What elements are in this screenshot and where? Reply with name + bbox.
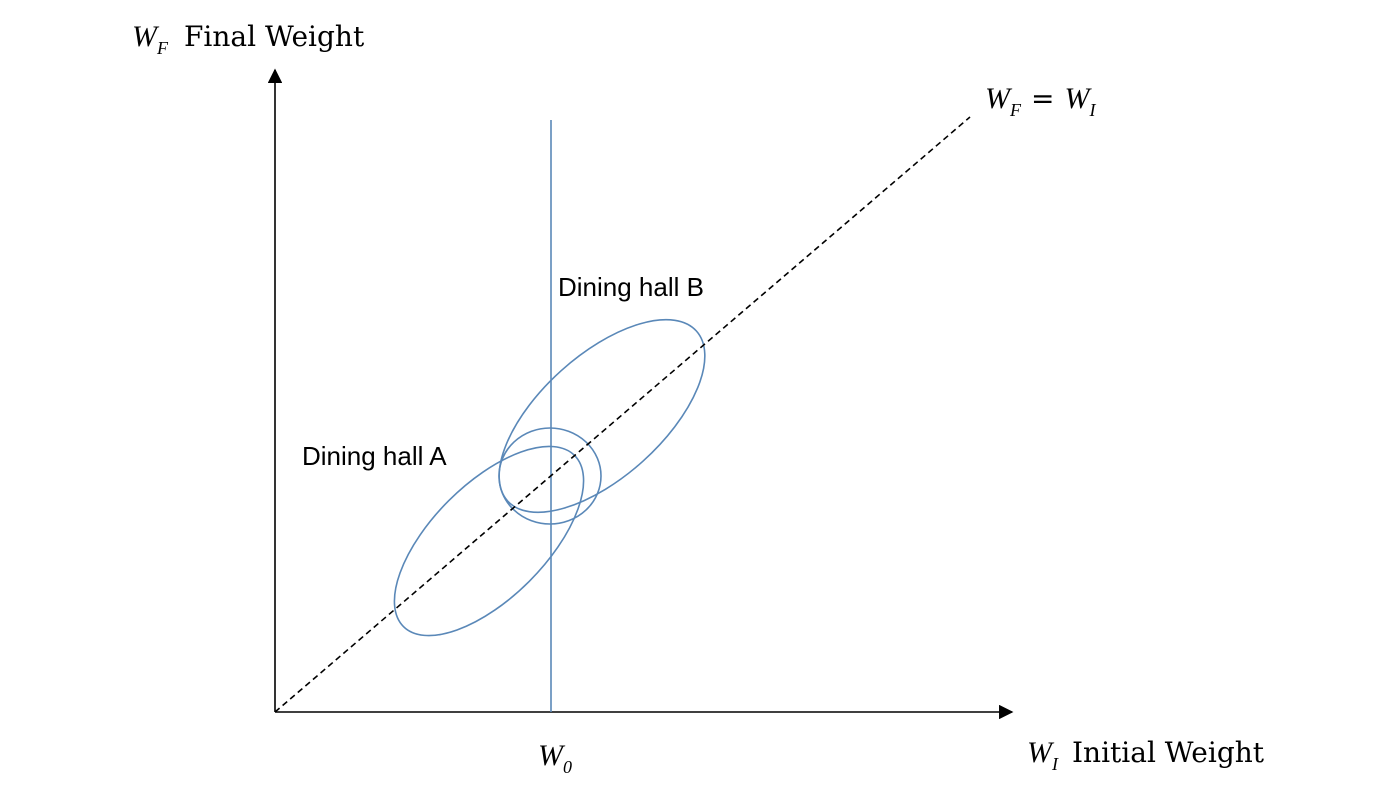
- diagonal-rhs-subscript: I: [1088, 100, 1096, 120]
- diagonal-lhs-symbol: W: [985, 82, 1013, 115]
- w0-subscript: 0: [563, 757, 572, 777]
- dining-hall-b-label: Dining hall B: [558, 272, 704, 302]
- x-axis-label: WI Initial Weight: [1027, 736, 1265, 774]
- y-axis-symbol: W: [132, 20, 160, 53]
- y-axis-subscript: F: [156, 38, 169, 58]
- diagonal-equals: =: [1031, 82, 1054, 115]
- y-axis-title: Final Weight: [184, 20, 365, 53]
- x-axis-subscript: I: [1051, 754, 1059, 774]
- diagonal-label: WF=WI: [985, 82, 1096, 120]
- overlap-circle: [498, 427, 602, 525]
- w0-symbol: W: [538, 739, 566, 772]
- dining-hall-b-ellipse: [498, 318, 706, 514]
- diagonal-line: [274, 116, 971, 713]
- diagonal-lhs-subscript: F: [1009, 100, 1022, 120]
- diagonal-rhs-symbol: W: [1064, 82, 1092, 115]
- dining-hall-a-label: Dining hall A: [302, 441, 447, 471]
- w0-label: W0: [538, 739, 572, 777]
- x-axis-symbol: W: [1027, 736, 1055, 769]
- x-axis-title: Initial Weight: [1072, 736, 1265, 769]
- y-axis-label: WF Final Weight: [132, 20, 365, 58]
